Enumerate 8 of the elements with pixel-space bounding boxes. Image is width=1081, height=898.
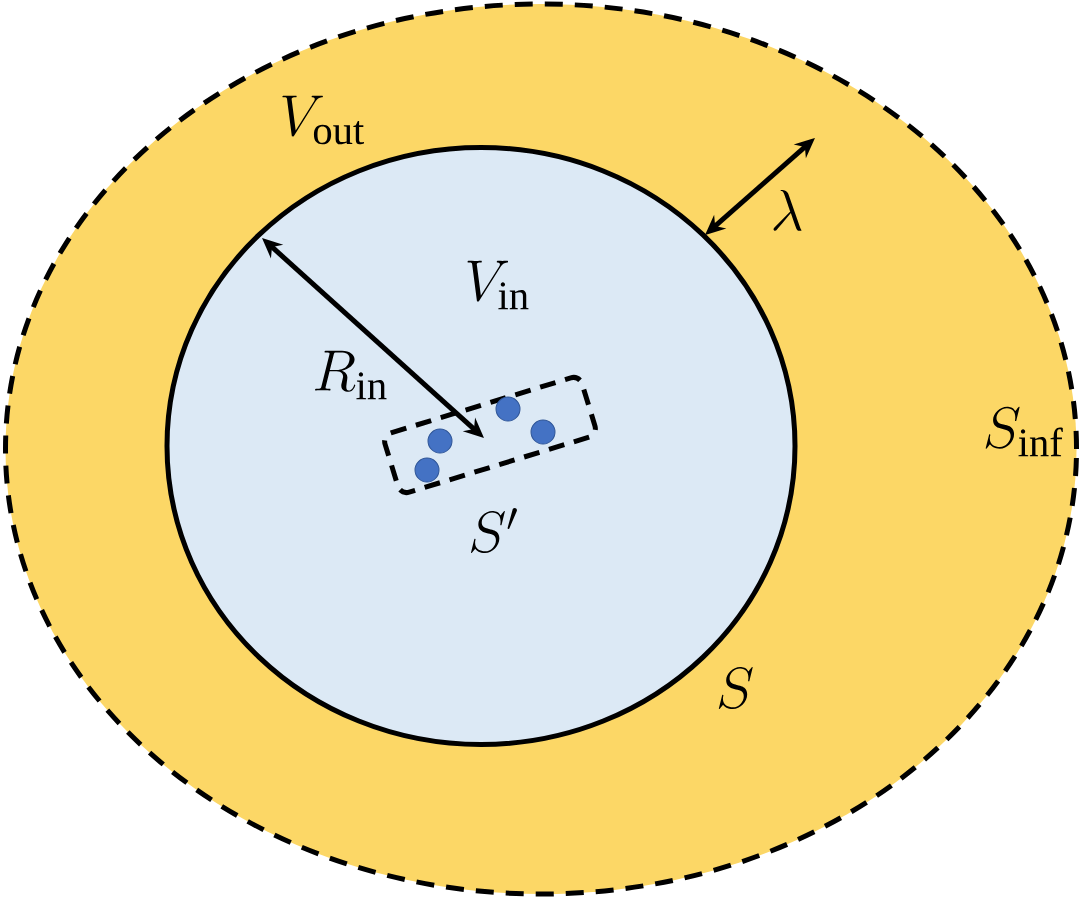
dimension-label: $R_{\mathrm{in}}$: [315, 350, 387, 400]
surface-label: $S$: [718, 667, 753, 710]
particle-dot: [495, 396, 521, 422]
particle-dot: [414, 457, 440, 483]
particle-dot: [427, 428, 453, 454]
surface-label: $S'$: [471, 508, 517, 554]
particle-dot: [530, 419, 556, 445]
surface-label: $S_{\mathrm{inf}}$: [985, 406, 1063, 457]
